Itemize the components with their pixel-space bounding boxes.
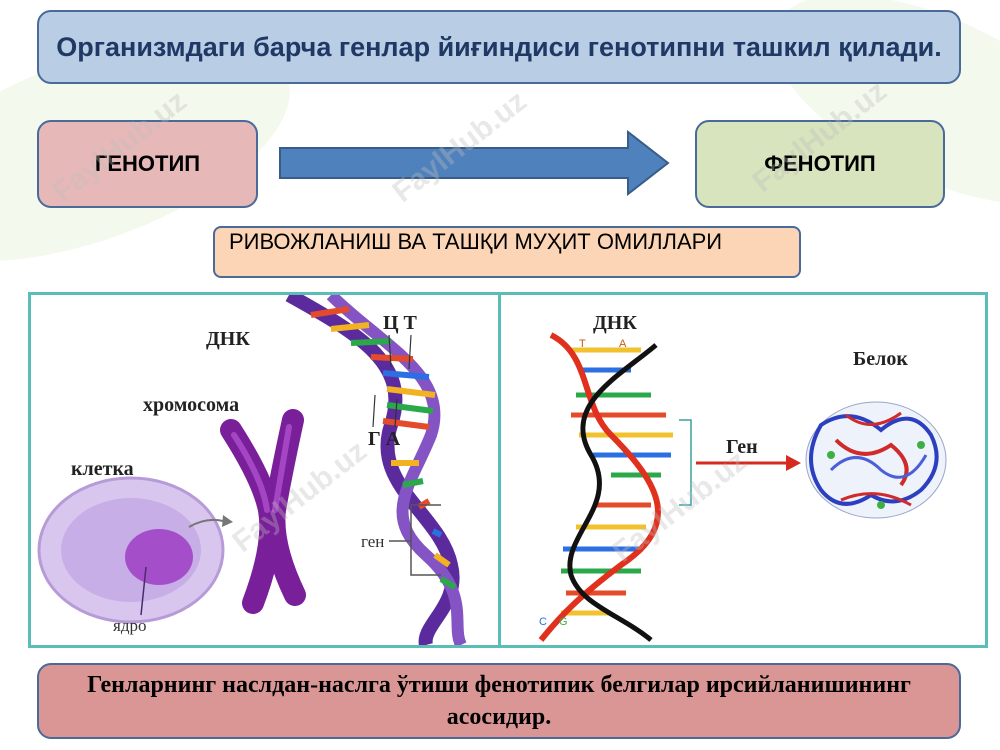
title-box: Организмдаги барча генлар йиғиндиси гено… xyxy=(37,10,961,84)
base-c-label: C xyxy=(539,616,547,628)
genotype-label: ГЕНОТИП xyxy=(94,151,201,176)
factors-box: РИВОЖЛАНИШ ВА ТАШҚИ МУҲИТ ОМИЛЛАРИ xyxy=(213,226,801,278)
gene-label: ген xyxy=(361,532,384,551)
right-arrow-icon xyxy=(279,130,670,196)
dna-helix-shape xyxy=(285,295,467,645)
dna-gene-protein-illustration: ДНК T A C G Ген Белок xyxy=(498,292,988,648)
gene-label: Ген xyxy=(726,436,758,458)
base-g-label: G xyxy=(559,616,568,628)
gene-protein-drawing: ДНК T A C G Ген Белок xyxy=(538,312,947,642)
phenotype-box: ФЕНОТИП xyxy=(695,120,945,208)
cell-label: клетка xyxy=(71,458,134,480)
cell-chromosome-dna-illustration: ДНК Ц Т Г А хромосома клетка ядро ген xyxy=(28,292,501,648)
dna-label: ДНК xyxy=(593,312,637,334)
factors-label: РИВОЖЛАНИШ ВА ТАШҚИ МУҲИТ ОМИЛЛАРИ xyxy=(229,229,723,254)
protein-structure-shape xyxy=(805,401,947,519)
phenotype-label: ФЕНОТИП xyxy=(764,151,876,176)
genotype-box: ГЕНОТИП xyxy=(37,120,258,208)
protein-label: Белок xyxy=(853,348,908,370)
bases-top-label: Ц Т xyxy=(383,312,418,334)
conclusion-box: Генларнинг наслдан-наслга ўтиши фенотипи… xyxy=(37,663,961,739)
nucleus-shape xyxy=(125,529,193,585)
base-a-label: A xyxy=(619,338,627,350)
title-text: Организмдаги барча генлар йиғиндиси гено… xyxy=(56,32,942,62)
dna-label: ДНК xyxy=(206,328,250,350)
base-t-label: T xyxy=(579,338,586,350)
nucleus-label: ядро xyxy=(113,616,146,635)
chromosome-label: хромосома xyxy=(143,394,239,416)
conclusion-text: Генларнинг наслдан-наслга ўтиши фенотипи… xyxy=(87,672,911,730)
bases-bottom-label: Г А xyxy=(368,428,401,450)
double-helix-shape xyxy=(538,332,673,642)
cell-dna-drawing: ДНК Ц Т Г А хромосома клетка ядро ген xyxy=(37,295,467,645)
